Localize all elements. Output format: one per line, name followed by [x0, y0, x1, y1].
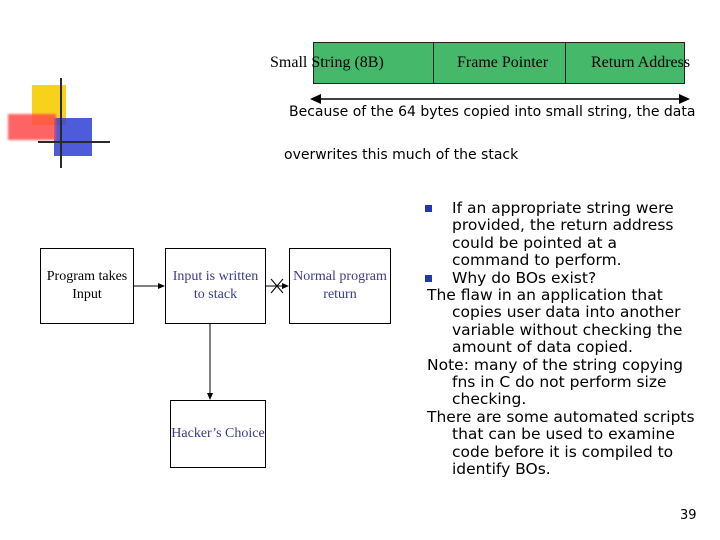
flow-box-input-written-to-stack: Input is written to stack	[165, 248, 266, 324]
flow-box-program-takes-input: Program takes Input	[40, 248, 134, 324]
slide-number: 39	[680, 508, 697, 523]
bullet-marker	[425, 205, 432, 213]
flow-box-normal-program-return-label: Normal program return	[293, 269, 387, 302]
deco-vertical-line	[60, 78, 62, 168]
decorative-corner-graphic	[0, 70, 110, 170]
blocked-cross-mark-b	[270, 278, 284, 294]
annotation-line-1: Because of the 64 bytes copied into smal…	[289, 104, 696, 120]
connector-stack-to-return-arrowhead	[282, 283, 289, 289]
flow-box-program-takes-input-label: Program takes Input	[46, 269, 128, 302]
stack-label-small-string: Small String (8B)	[270, 54, 384, 71]
paragraph-automated-scripts: There are some automated scripts that ca…	[427, 407, 695, 479]
bullet-item-why-bos-exist-text: Why do BOs exist?	[452, 268, 597, 287]
paragraph-flaw: The flaw in an application that copies u…	[427, 286, 683, 357]
deco-red-square	[8, 114, 56, 140]
overwrite-span-arrow	[310, 94, 690, 104]
flow-box-hackers-choice: Hacker’s Choice	[170, 400, 266, 468]
connector-input-to-stack-arrowhead	[158, 283, 165, 289]
deco-horizontal-line	[38, 141, 110, 143]
flow-box-input-written-to-stack-label: Input is written to stack	[172, 269, 259, 302]
flow-box-normal-program-return: Normal program return	[289, 248, 391, 324]
bullet-text-block: If an appropriate string were provided, …	[425, 199, 699, 479]
flow-connectors	[134, 278, 289, 400]
bullet-marker	[425, 274, 432, 282]
flow-box-hackers-choice-label: Hacker’s Choice	[171, 426, 265, 441]
connector-stack-to-hackers-choice-arrowhead	[207, 393, 213, 400]
bullet-item-why-bos-exist: Why do BOs exist?	[425, 268, 699, 287]
bullet-item-return-address-text: If an appropriate string were provided, …	[452, 199, 674, 270]
stack-label-return-address: Return Address	[591, 54, 691, 71]
stack-cell-small-string	[313, 42, 434, 84]
paragraph-note: Note: many of the string copying fns in …	[427, 355, 683, 409]
annotation-line-2: overwrites this much of the stack	[284, 147, 519, 163]
stack-cell-return-address	[565, 42, 685, 84]
bullet-item-return-address: If an appropriate string were provided, …	[425, 199, 699, 270]
stack-label-frame-pointer: Frame Pointer	[457, 54, 549, 71]
